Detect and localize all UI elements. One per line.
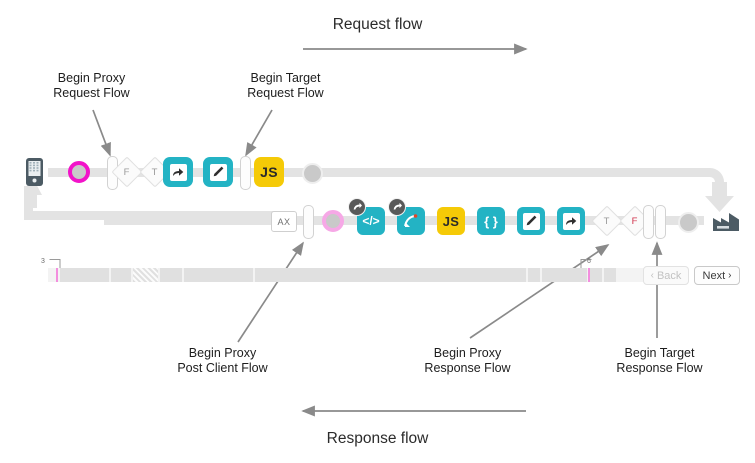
return-path-left xyxy=(24,211,294,220)
timeline-segment[interactable] xyxy=(111,268,131,282)
policy-javascript-2[interactable]: JS xyxy=(437,207,465,235)
timeline-segment[interactable] xyxy=(60,268,109,282)
client-device-icon[interactable] xyxy=(25,157,44,187)
flow-bar-post-client[interactable] xyxy=(303,205,314,239)
timeline-segment-hatched[interactable] xyxy=(133,268,158,282)
flow-bar-target-request[interactable] xyxy=(240,156,251,190)
callout-line-1: Begin Target xyxy=(624,346,695,360)
request-endpoint-circle[interactable] xyxy=(302,163,323,184)
pencil-icon xyxy=(522,212,540,230)
xml-glyph: </> xyxy=(362,214,380,228)
share-arrow-icon xyxy=(169,163,187,181)
policy-tile: </> xyxy=(357,207,385,235)
factory-icon xyxy=(713,213,739,231)
timeline-segment[interactable] xyxy=(160,268,182,282)
flow-bar-icon xyxy=(303,205,314,239)
fault-badge-icon xyxy=(348,198,366,216)
timeline-segment[interactable] xyxy=(184,268,253,282)
timeline-tick-left-label: 3 xyxy=(41,258,45,265)
ax-label: AX xyxy=(271,211,297,232)
next-button[interactable]: Next › xyxy=(694,266,740,285)
policy-json-1[interactable]: { } xyxy=(477,207,505,235)
response-flow-title: Response flow xyxy=(326,430,429,447)
policy-tile: JS xyxy=(254,157,284,187)
pencil-icon xyxy=(209,163,227,181)
magenta-ring-icon xyxy=(68,161,90,183)
magenta-ring-icon xyxy=(322,210,344,232)
timeline-segment[interactable] xyxy=(528,268,540,282)
callout-begin-proxy-request: Begin Proxy Request Flow xyxy=(14,71,169,101)
callout-line-1: Begin Proxy xyxy=(433,346,502,360)
phone-icon xyxy=(26,158,43,186)
callout-line-1: Begin Target xyxy=(250,71,321,85)
callout-begin-target-request: Begin Target Request Flow xyxy=(208,71,363,101)
back-button[interactable]: ‹ Back xyxy=(643,266,689,285)
tick-bracket-icon xyxy=(580,259,592,268)
condition-label: F xyxy=(124,166,130,178)
flow-bar-icon xyxy=(655,205,666,239)
chevron-right-icon: › xyxy=(728,270,732,281)
policy-service-callout-2[interactable] xyxy=(557,207,585,235)
timeline-segment[interactable] xyxy=(604,268,616,282)
policy-service-callout-1[interactable] xyxy=(163,157,193,187)
proxy-post-client-ring[interactable] xyxy=(322,210,344,232)
policy-tile: { } xyxy=(477,207,505,235)
timeline-segment[interactable] xyxy=(255,268,526,282)
callout-line-2: Request Flow xyxy=(247,86,324,100)
analytics-ax-box[interactable]: AX xyxy=(271,211,297,232)
timeline-marker-left[interactable] xyxy=(56,268,58,282)
callout-begin-proxy-post-client: Begin Proxy Post Client Flow xyxy=(145,346,300,376)
next-button-label: Next xyxy=(702,269,726,282)
policy-tile xyxy=(163,157,193,187)
return-path-riser xyxy=(24,186,33,216)
request-flow-title: Request flow xyxy=(332,16,423,33)
timeline-segment[interactable] xyxy=(589,268,602,282)
condition-f-1[interactable]: F xyxy=(111,156,143,188)
condition-diamond-icon: T xyxy=(591,205,623,237)
policy-assign-message-2[interactable] xyxy=(517,207,545,235)
proxy-request-start-ring[interactable] xyxy=(68,161,90,183)
flow-bar-2[interactable] xyxy=(643,205,654,239)
flow-bar-icon xyxy=(643,205,654,239)
flow-bar-icon xyxy=(240,156,251,190)
callout-begin-proxy-response: Begin Proxy Response Flow xyxy=(390,346,545,376)
callout-line-2: Post Client Flow xyxy=(177,361,268,375)
callout-line-1: Begin Proxy xyxy=(57,71,126,85)
target-server-icon[interactable] xyxy=(712,210,740,237)
share-arrow-icon xyxy=(562,212,580,230)
callout-line-2: Request Flow xyxy=(53,86,130,100)
chevron-left-icon: ‹ xyxy=(650,270,654,281)
policy-tile: JS xyxy=(437,207,465,235)
policy-xml-1[interactable]: </> xyxy=(348,198,385,235)
json-glyph: { } xyxy=(484,213,498,229)
policy-assign-message-1[interactable] xyxy=(203,157,233,187)
tick-bracket-icon xyxy=(49,259,61,268)
flow-bar-3[interactable] xyxy=(655,205,666,239)
timeline-marker-right[interactable] xyxy=(588,268,590,282)
policy-tile xyxy=(397,207,425,235)
request-rail xyxy=(48,168,696,177)
policy-tile xyxy=(203,157,233,187)
callout-line-2: Response Flow xyxy=(616,361,703,375)
policy-raise-fault-1[interactable] xyxy=(388,198,425,235)
callout-begin-target-response: Begin Target Response Flow xyxy=(582,346,737,376)
condition-label: T xyxy=(604,215,610,227)
endpoint-circle-icon xyxy=(302,163,323,184)
policy-tile xyxy=(517,207,545,235)
back-button-label: Back xyxy=(656,269,682,282)
timeline-tick-right-label: 6 xyxy=(587,258,591,265)
policy-javascript-1[interactable]: JS xyxy=(254,157,284,187)
callout-line-2: Response Flow xyxy=(424,361,511,375)
condition-t-2[interactable]: T xyxy=(591,205,623,237)
endpoint-circle-icon xyxy=(678,212,699,233)
callout-line-1: Begin Proxy xyxy=(188,346,257,360)
timeline-segment[interactable] xyxy=(542,268,587,282)
curve-arrow-icon xyxy=(404,214,418,227)
policy-tile xyxy=(557,207,585,235)
response-endpoint-circle[interactable] xyxy=(678,212,699,233)
fault-badge-icon xyxy=(388,198,406,216)
condition-label: T xyxy=(152,166,158,178)
condition-label: F xyxy=(632,215,638,227)
